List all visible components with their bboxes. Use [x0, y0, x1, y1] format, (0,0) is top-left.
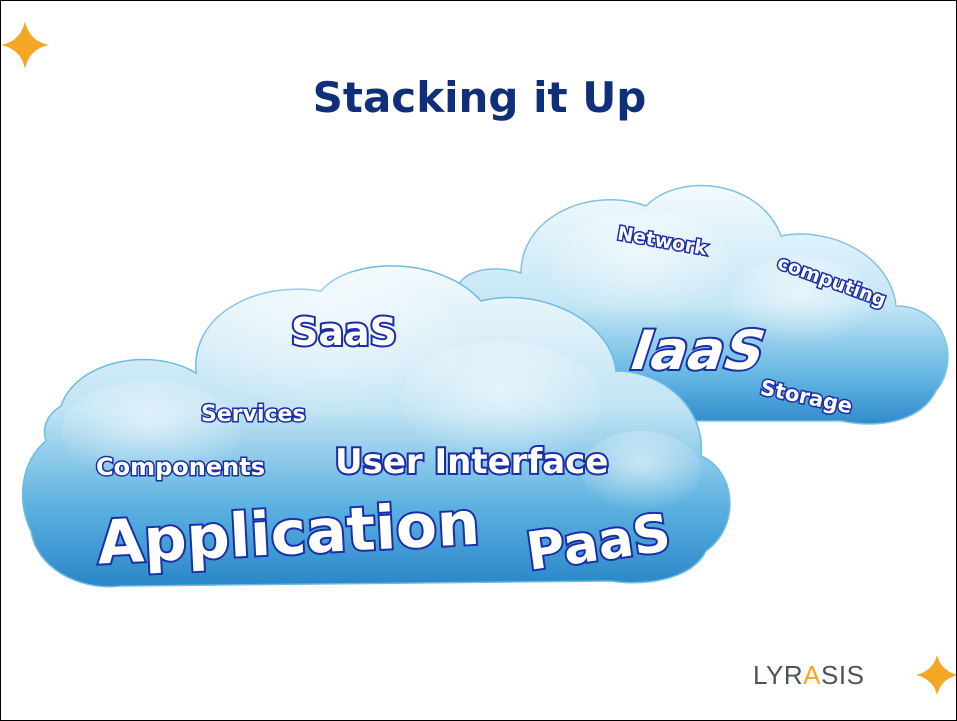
word-components: Components: [96, 453, 265, 481]
word-user-interface: User Interface: [335, 442, 608, 482]
logo-wordmark: LYRASIS: [753, 660, 864, 691]
word-services: Services: [201, 402, 306, 427]
back-cloud: [454, 184, 949, 425]
word-iaas: IaaS: [622, 320, 774, 382]
logo-star-icon: [916, 655, 956, 695]
word-saas: SaaS: [291, 310, 397, 354]
logo-text-start: LYR: [753, 660, 804, 690]
corner-star-icon: [1, 21, 49, 69]
logo-text-end: SIS: [821, 660, 865, 690]
logo-text-accent: A: [803, 660, 821, 690]
slide-title: Stacking it Up: [312, 73, 647, 122]
front-cloud: [21, 265, 731, 588]
